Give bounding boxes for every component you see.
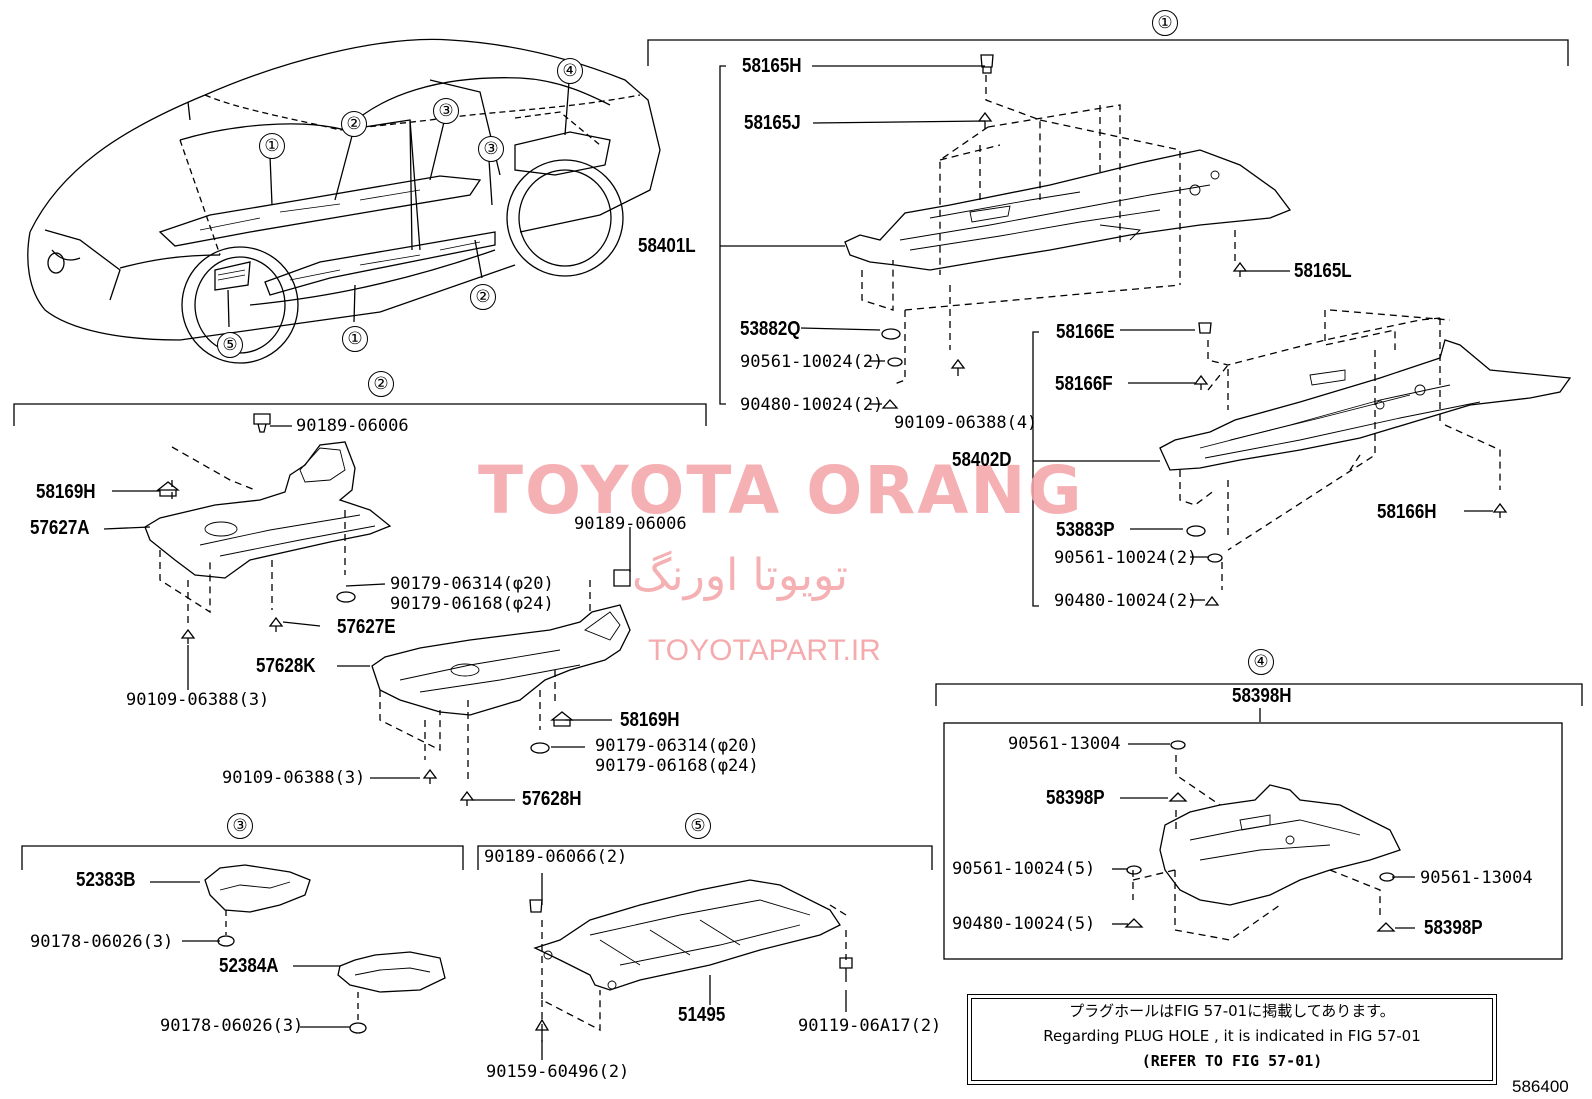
part-90179-06168-a: 90179-06168(φ24) [390, 594, 554, 614]
part-90561-13004-a: 90561-13004 [1008, 734, 1121, 754]
group-4-marker: ④ [1248, 649, 1274, 675]
part-58398H: 58398H [1232, 685, 1292, 707]
fasteners-group2a [156, 413, 356, 644]
part-90189-06006-a: 90189-06006 [296, 416, 409, 436]
part-58166F: 58166F [1055, 373, 1113, 395]
part-58165J: 58165J [744, 112, 801, 134]
fasteners-group2b [422, 711, 574, 806]
note-japanese: プラグホールはFIG 57-01に掲載してあります。 [1069, 1002, 1395, 1020]
plug-hole-note: プラグホールはFIG 57-01に掲載してあります。 Regarding PLU… [967, 994, 1497, 1085]
part-58401L: 58401L [638, 235, 696, 257]
fasteners-group4 [1124, 740, 1396, 932]
part-90109-06388-3-b: 90109-06388(3) [222, 768, 366, 788]
part-90480-10024-a: 90480-10024(2) [740, 395, 884, 415]
car-callout-1-top: ① [259, 133, 285, 159]
car-callout-3-top: ③ [433, 98, 459, 124]
part-58402D: 58402D [952, 449, 1012, 471]
car-illustration [27, 38, 661, 364]
part-52384A: 52384A [219, 955, 279, 977]
dashed-lines-group1b [1179, 309, 1501, 590]
part-90189-06066-2: 90189-06066(2) [484, 847, 628, 867]
parts-group3 [204, 864, 446, 1034]
car-callout-5: ⑤ [217, 332, 243, 358]
part-58166H: 58166H [1377, 501, 1437, 523]
part-51495: 51495 [678, 1004, 726, 1026]
diagram-id: 586400 [1512, 1077, 1569, 1096]
group-1-marker: ① [1152, 10, 1178, 36]
dashed-lines-group5 [541, 904, 847, 1032]
part-58169H-b: 58169H [620, 709, 680, 731]
part-90561-13004-b: 90561-13004 [1420, 868, 1533, 888]
watermark-persian: تویوتا اورنگ [632, 550, 848, 601]
dashed-lines-group3 [225, 910, 359, 1022]
part-58398P-b: 58398P [1424, 917, 1483, 939]
part-90109-06388-4: 90109-06388(4) [894, 413, 1038, 433]
part-90109-06388-3-a: 90109-06388(3) [126, 690, 270, 710]
car-callout-1-bottom: ① [342, 326, 368, 352]
car-callout-2-top: ② [341, 111, 367, 137]
part-58169H-a: 58169H [36, 481, 96, 503]
panel-51495 [533, 879, 841, 991]
watermark-url: TOYOTAPART.IR [648, 634, 881, 667]
part-90189-06006-b: 90189-06006 [574, 514, 687, 534]
note-reference: (REFER TO FIG 57-01) [1141, 1052, 1323, 1070]
part-58165L: 58165L [1294, 260, 1352, 282]
car-callout-2-bottom: ② [470, 284, 496, 310]
dashed-lines-group2a [159, 446, 346, 625]
part-57628H: 57628H [522, 788, 582, 810]
part-90480-10024-b: 90480-10024(2) [1054, 591, 1198, 611]
part-53883P: 53883P [1056, 519, 1115, 541]
panel-58402D [1159, 339, 1572, 471]
part-90179-06314-a: 90179-06314(φ20) [390, 574, 554, 594]
part-57627E: 57627E [337, 616, 396, 638]
part-90119-06A17-2: 90119-06A17(2) [798, 1016, 942, 1036]
part-57627A: 57627A [30, 517, 90, 539]
part-58398P-a: 58398P [1046, 787, 1105, 809]
panel-58398H [1159, 784, 1401, 906]
car-callout-4: ④ [557, 58, 583, 84]
panel-57627A [144, 441, 392, 579]
part-90179-06314-b: 90179-06314(φ20) [595, 736, 759, 756]
dashed-lines-group1 [861, 75, 1236, 386]
part-57628K: 57628K [256, 655, 316, 677]
part-90178-06026-b: 90178-06026(3) [160, 1016, 304, 1036]
note-english: Regarding PLUG HOLE , it is indicated in… [1043, 1027, 1421, 1045]
dashed-lines-group4 [1132, 755, 1381, 941]
part-90561-10024-a: 90561-10024(2) [740, 352, 884, 372]
fasteners-group5 [529, 899, 853, 1042]
panel-58401L [844, 149, 1292, 271]
part-90179-06168-b: 90179-06168(φ24) [595, 756, 759, 776]
watermark-title: TOYOTA ORANG [478, 452, 1084, 529]
part-90561-10024-b: 90561-10024(2) [1054, 548, 1198, 568]
dashed-lines-group2b [379, 580, 591, 780]
group-3-marker: ③ [227, 813, 253, 839]
part-90178-06026-a: 90178-06026(3) [30, 932, 174, 952]
group-5-marker: ⑤ [685, 813, 711, 839]
car-callout-3-right: ③ [478, 136, 504, 162]
part-58165H: 58165H [742, 55, 802, 77]
part-90480-10024-5: 90480-10024(5) [952, 914, 1096, 934]
group-2-marker: ② [368, 371, 394, 397]
fasteners-group1 [881, 54, 1508, 606]
part-90159-60496-2: 90159-60496(2) [486, 1062, 630, 1082]
part-52383B: 52383B [76, 869, 136, 891]
part-53882Q: 53882Q [740, 318, 801, 340]
part-58166E: 58166E [1056, 321, 1115, 343]
part-90561-10024-5: 90561-10024(5) [952, 859, 1096, 879]
